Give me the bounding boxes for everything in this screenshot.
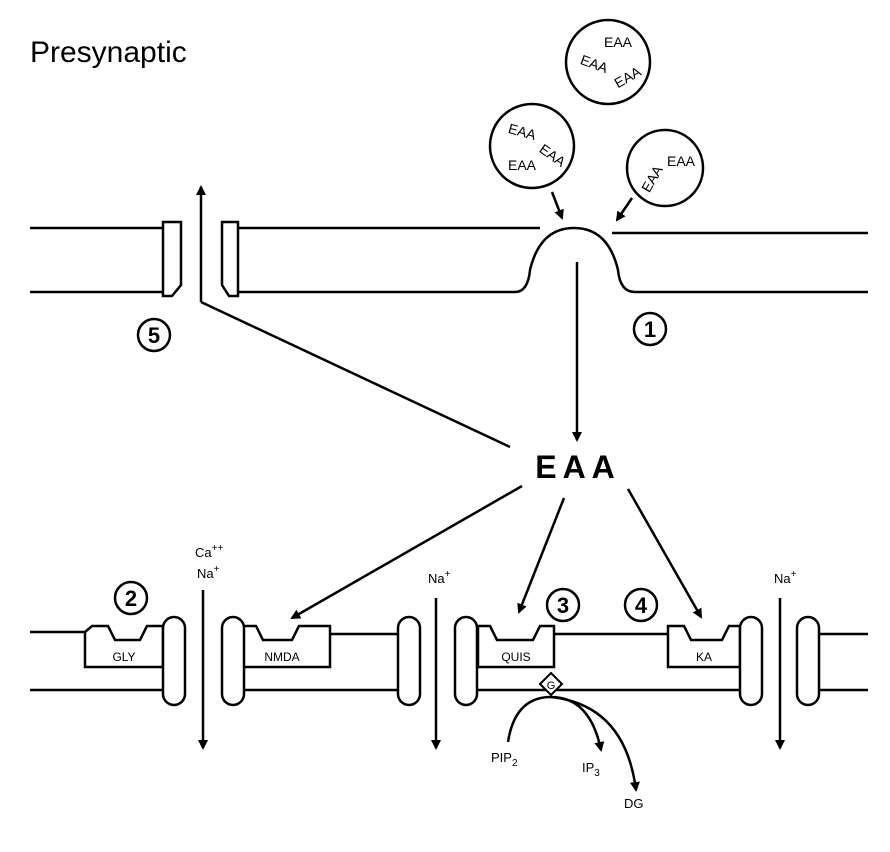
arrow-to-quis	[517, 497, 566, 614]
ion-channels	[161, 615, 821, 707]
vesicle-top: EAA EAA EAA	[564, 18, 652, 106]
arrow-to-ka	[626, 488, 703, 619]
receptor-ka-label: KA	[696, 650, 712, 664]
vesicle-label: EAA	[604, 34, 633, 50]
ion-na-sup: +	[214, 564, 220, 575]
ion-label-na-mid: Na+	[428, 569, 451, 586]
arrow-to-nmda	[290, 484, 523, 620]
postsynaptic-membrane	[30, 630, 868, 692]
step-1: 1	[632, 311, 668, 347]
receptor-quis: QUIS	[476, 624, 556, 669]
svg-text:Na+: Na+	[197, 564, 220, 581]
ion-label-ca-na: Ca++ Na+	[195, 543, 223, 581]
step-3-label: 3	[557, 593, 569, 618]
receptor-nmda: NMDA	[238, 624, 332, 669]
step-4: 4	[623, 587, 659, 623]
receptor-gly-label: GLY	[112, 650, 135, 664]
ion-label-na-right: Na+	[774, 569, 797, 586]
vesicle-label: EAA	[667, 153, 696, 169]
receptor-quis-label: QUIS	[501, 650, 530, 664]
receptor-nmda-label: NMDA	[264, 650, 299, 664]
step-2: 2	[113, 580, 149, 616]
step-3: 3	[545, 587, 581, 623]
release-arrow-right	[615, 197, 634, 222]
ion-ca: Ca	[195, 545, 212, 560]
step-4-label: 4	[635, 593, 648, 618]
vesicle-right: EAA EAA	[625, 128, 705, 208]
step-5: 5	[136, 317, 172, 353]
release-arrow-left	[550, 191, 564, 220]
reuptake-line	[200, 300, 511, 449]
ion-ca-sup: ++	[212, 543, 224, 554]
dg-label: DG	[624, 796, 644, 811]
step-2-label: 2	[125, 586, 137, 611]
g-protein: G	[538, 671, 564, 697]
eaa-label: EAA	[535, 449, 621, 485]
presynaptic-membrane	[30, 226, 868, 294]
second-messenger-cascade	[506, 695, 640, 792]
presynaptic-channel	[161, 220, 240, 298]
ip3-label: IP3	[582, 760, 600, 779]
svg-text:Ca++: Ca++	[195, 543, 223, 560]
g-protein-label: G	[547, 680, 556, 692]
vesicle-left: EAA EAA EAA	[488, 102, 576, 190]
vesicle-label: EAA	[507, 120, 539, 143]
title-presynaptic: Presynaptic	[30, 36, 187, 69]
receptor-gly: GLY	[83, 624, 165, 669]
vesicle-label: EAA	[508, 157, 537, 173]
ion-na: Na	[197, 566, 214, 581]
step-1-label: 1	[644, 317, 656, 342]
receptor-ka: KA	[666, 624, 742, 669]
pip2-label: PIP2	[491, 750, 518, 769]
step-5-label: 5	[148, 323, 160, 348]
